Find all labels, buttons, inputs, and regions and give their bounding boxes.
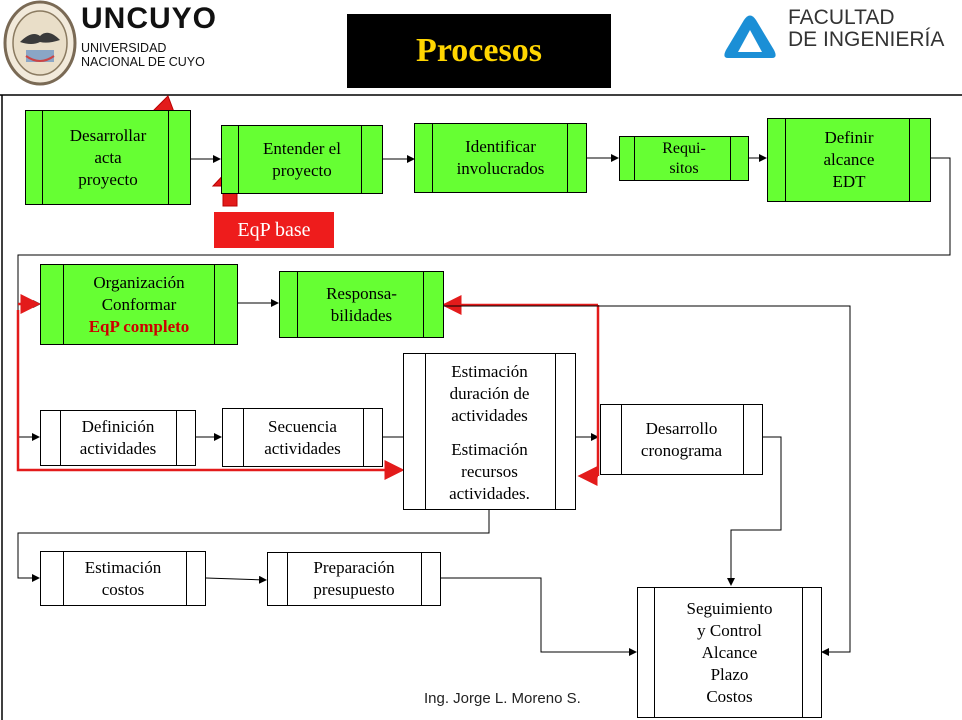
faculty-line2: DE INGENIERÍA (788, 28, 945, 51)
process-secuencia-actividades: Secuencia actividades (222, 408, 383, 467)
process-responsabilidades: Responsa- bilidades (279, 271, 444, 338)
process-identificar-involucrados: Identificar involucrados (414, 123, 587, 193)
eqp-base-callout: EqP base (214, 212, 334, 248)
process-organizacion: Organización Conformar EqP completo (40, 264, 238, 345)
process-label: Secuencia actividades (264, 416, 341, 458)
process-requisitos: Requi- sitos (619, 136, 749, 181)
process-label: Requi- sitos (662, 139, 706, 177)
faculty-line1: FACULTAD (788, 6, 895, 29)
process-label-recursos: Estimación recursos actividades. (449, 439, 530, 503)
process-definicion-actividades: Definición actividades (40, 410, 196, 466)
process-label: Preparación presupuesto (313, 558, 395, 599)
title-banner: Procesos (347, 14, 611, 88)
logo-wordmark: UNCUYO (81, 2, 218, 35)
process-label: Entender el proyecto (263, 138, 341, 180)
process-seguimiento-control: Seguimiento y Control Alcance Plazo Cost… (637, 587, 822, 718)
process-label-highlight: EqP completo (88, 316, 190, 336)
process-label: Desarrollar acta proyecto (69, 125, 147, 189)
page-title: Procesos (416, 32, 542, 69)
process-estimacion-duracion-recursos: Estimación duración de actividades Estim… (403, 353, 576, 510)
process-label-duracion: Estimación duración de actividades (449, 362, 530, 425)
process-label: Desarrollo cronograma (640, 418, 723, 460)
process-label: Seguimiento y Control Alcance Plazo Cost… (686, 598, 773, 706)
process-definir-alcance: Definir alcance EDT (767, 118, 931, 202)
process-entender-proyecto: Entender el proyecto (221, 125, 383, 194)
process-label: Identificar involucrados (456, 137, 545, 178)
process-desarrollar-acta: Desarrollar acta proyecto (25, 110, 191, 205)
logo-subtitle-line2: NACIONAL DE CUYO (81, 55, 205, 69)
process-preparacion-presupuesto: Preparación presupuesto (267, 552, 441, 606)
process-desarrollo-cronograma: Desarrollo cronograma (600, 404, 763, 475)
logo-subtitle-line1: UNIVERSIDAD (81, 41, 167, 55)
process-label: Responsa- bilidades (326, 283, 397, 325)
author-credit: Ing. Jorge L. Moreno S. (424, 690, 581, 707)
faculty-logo-icon (724, 15, 776, 58)
university-seal-icon (3, 0, 77, 86)
process-label: Definir alcance EDT (823, 128, 875, 191)
process-label: Definición actividades (79, 417, 157, 458)
process-label: Estimación costos (84, 557, 162, 599)
process-estimacion-costos: Estimación costos (40, 551, 206, 606)
process-label: Organización Conformar (93, 272, 185, 314)
